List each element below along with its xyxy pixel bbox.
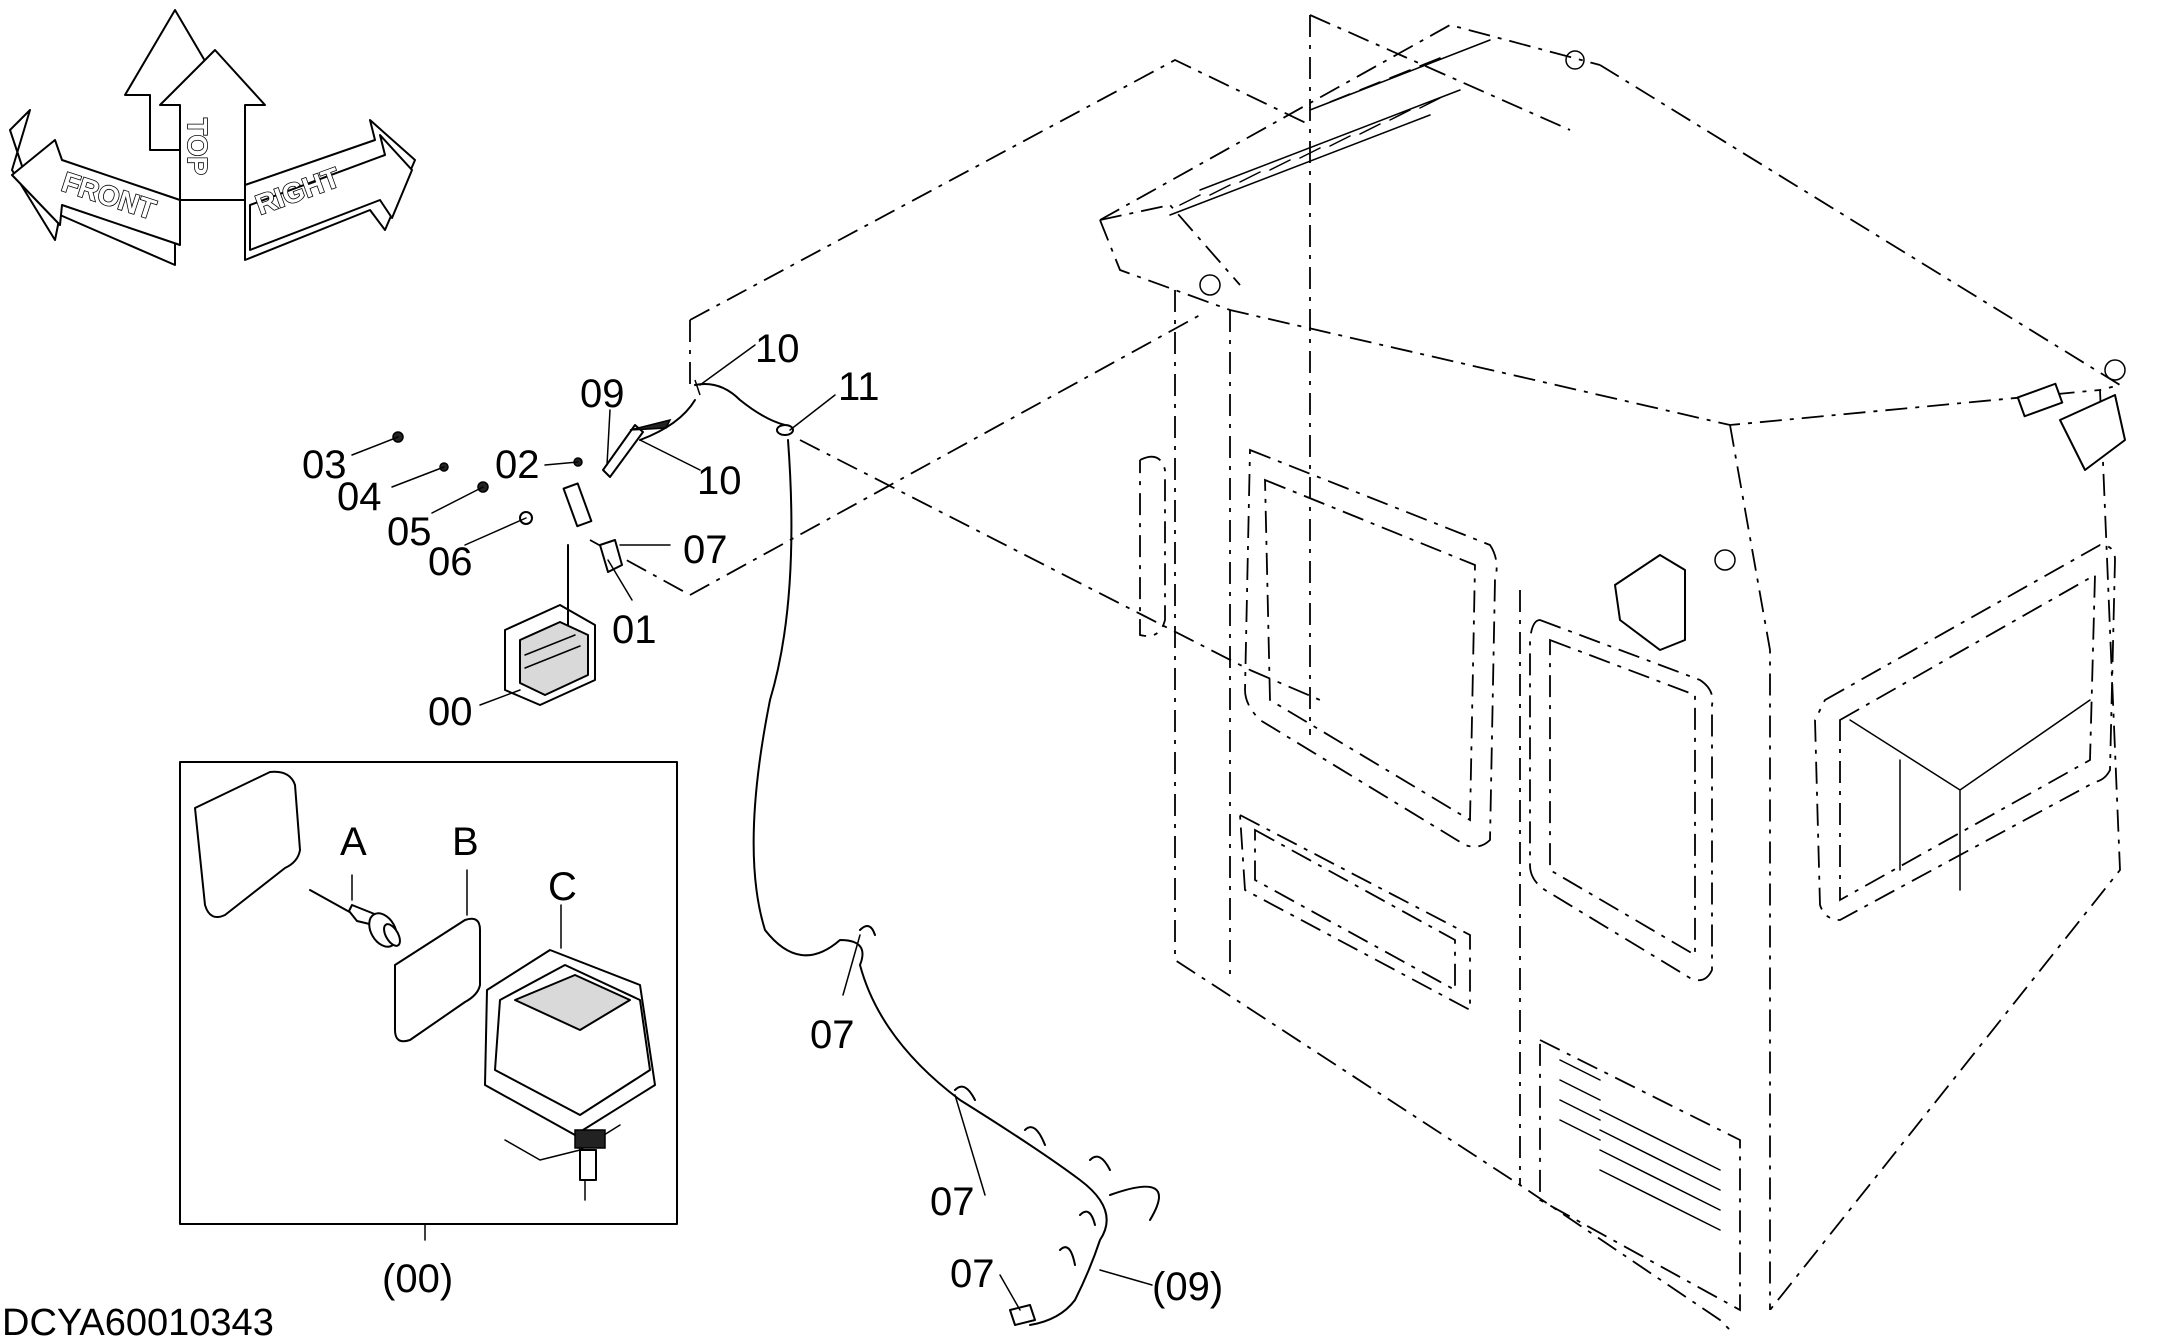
work-lamp-front <box>519 621 589 696</box>
callout-07-lower: 07 <box>930 1180 975 1224</box>
cab-roof-side-edge <box>1599 64 2123 391</box>
callout-labels: 03 04 05 06 02 09 10 11 10 07 01 00 07 0… <box>302 327 1223 1309</box>
callout-04: 04 <box>337 475 382 519</box>
callout-07-bottom: 07 <box>950 1252 995 1296</box>
work-lamp-assembly <box>392 379 794 706</box>
callout-03: 03 <box>302 443 347 487</box>
callout-09: 09 <box>580 372 625 416</box>
callout-00: 00 <box>428 690 473 734</box>
lens-b <box>394 917 481 1043</box>
door-lower-panel <box>1539 1038 1741 1312</box>
lift-hook-icon <box>1199 274 1221 296</box>
side-window <box>1814 544 2116 921</box>
callout-02: 02 <box>495 443 540 487</box>
interior-frame <box>1849 699 2091 891</box>
drawing-code: DCYA60010343 <box>2 1302 274 1344</box>
cab-visor <box>1099 204 1241 286</box>
projection-lines <box>589 58 1321 701</box>
part-c-label: C <box>548 865 577 909</box>
harness-connector <box>1009 1304 1036 1326</box>
callout-10-lower: 10 <box>697 459 742 503</box>
top-label: TOP <box>182 118 213 175</box>
lamp-bracket <box>599 539 623 573</box>
callout-05: 05 <box>387 510 432 554</box>
callout-06: 06 <box>428 540 473 584</box>
cab-roof-back-edge <box>1099 24 1601 221</box>
side-window-inner <box>1839 573 2096 902</box>
callout-01: 01 <box>612 608 657 652</box>
lower-front-panel-inner <box>1254 828 1456 992</box>
lamp-body-c <box>484 904 656 1201</box>
connector-09 <box>602 424 644 478</box>
callout-11: 11 <box>838 365 880 409</box>
right-arrow-icon <box>249 134 413 251</box>
roof-vents <box>1169 39 1491 216</box>
callout-10-top: 10 <box>755 327 800 371</box>
harness-clips <box>859 925 1160 1266</box>
grommet-11 <box>776 424 794 436</box>
operator-cab <box>1099 14 2126 1331</box>
detail-label: (00) <box>382 1257 453 1301</box>
lens-cover <box>194 770 301 918</box>
cab-lamp-mount <box>1614 554 1686 651</box>
detail-frame <box>179 761 678 1225</box>
front-window <box>1244 448 1498 848</box>
harness-10 <box>694 383 786 426</box>
handrail <box>1139 455 1166 637</box>
part-a-label: A <box>340 820 367 864</box>
plate-02 <box>562 482 593 528</box>
harness-main <box>752 439 1108 1326</box>
cab-mirror <box>2059 394 2126 471</box>
callout-07-middle: 07 <box>810 1013 855 1057</box>
cab-corner-pillar <box>1729 424 1771 1310</box>
door-window-inner <box>1549 638 1696 957</box>
wiring-harness <box>752 439 1160 1326</box>
orientation-indicator: FRONT TOP RIGHT <box>9 9 416 266</box>
cab-right-edge <box>1769 389 2121 1311</box>
detail-box: (00) A B C <box>179 761 678 1301</box>
part-b-label: B <box>452 820 479 864</box>
lower-front-panel <box>1238 813 1471 1012</box>
roof-light <box>2016 382 2064 418</box>
callout-09-ref: (09) <box>1152 1265 1223 1309</box>
door-window <box>1529 619 1714 982</box>
lift-hook-icon <box>1565 50 1585 70</box>
door-vent-icon <box>1559 1059 1721 1231</box>
lift-hook-icon <box>2104 359 2126 381</box>
front-window-inner <box>1264 478 1476 822</box>
leader-lines <box>351 344 1153 1311</box>
front-arrow-icon <box>11 139 181 246</box>
lift-hook-icon <box>1714 549 1736 571</box>
cab-roof-front-edge <box>1099 219 2101 426</box>
callout-07-upper: 07 <box>683 528 728 572</box>
bulb-a <box>309 874 401 948</box>
center-line-top <box>1309 14 1571 131</box>
